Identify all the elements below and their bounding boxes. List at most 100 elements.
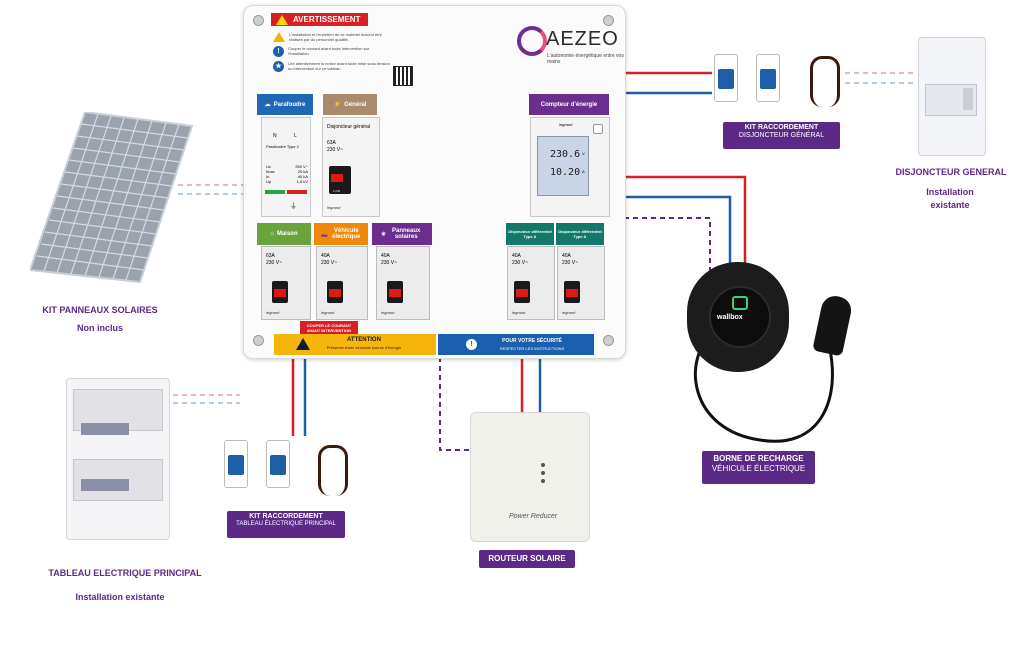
breaker-rating: 40A	[321, 253, 330, 259]
module-header-label: Disjoncteur différentiel Type A	[508, 229, 552, 239]
spec-value: 40 kA	[297, 174, 308, 179]
general-breaker-module: Disjoncteur général 63A 230 V~ 1.ON legr…	[322, 117, 380, 217]
solar-kit-subtitle: Non inclus	[76, 323, 123, 333]
module-header-differential-2: Disjoncteur différentiel Type A	[556, 223, 604, 245]
screw	[603, 335, 614, 346]
module-header-general: ⚡Général	[323, 94, 377, 115]
brand-tagline: L'autonomie énergétique entre vos mains	[547, 53, 624, 65]
main-electrical-board-image	[66, 378, 170, 540]
breaker-voltage: 230 V~	[321, 260, 337, 266]
general-rating: 63A	[327, 140, 336, 146]
aezeo-solar-panel-board: AVERTISSEMENT L'installation et l'entret…	[243, 5, 626, 359]
general-title: Disjoncteur général	[327, 124, 371, 130]
breaker-toggle[interactable]	[564, 281, 580, 303]
breaker-brand: legrand	[321, 310, 335, 315]
kit-main-title: KIT RACCORDEMENT	[249, 513, 323, 520]
breaker-voltage: 230 V~	[562, 260, 578, 266]
screw	[253, 15, 264, 26]
manual-icon: ★	[273, 61, 284, 72]
breaker-rating: 40A	[381, 253, 390, 259]
charger-wire-red	[624, 175, 747, 270]
energy-meter: legrand 230.6 V 10.20 A	[530, 117, 610, 217]
connection-block-3	[714, 54, 738, 102]
screw	[253, 335, 264, 346]
cut-current-notice: COUPER LE COURANT AVANT INTERVENTION	[300, 321, 358, 337]
spec-value: 1,5 kV	[296, 179, 308, 184]
meter-screen: 230.6 V 10.20 A	[537, 136, 589, 196]
brand-name: AEZEO	[546, 28, 619, 50]
module-header-label: Parafoudre	[273, 101, 306, 108]
kit-general-subtitle: DISJONCTEUR GÉNÉRAL	[738, 132, 825, 139]
status-bar-green	[265, 190, 285, 194]
charger-brand: wallbox	[717, 314, 743, 321]
pole-n: N	[273, 133, 277, 139]
charger-cable	[693, 328, 834, 443]
ground-icon: ⏚	[290, 203, 297, 210]
warning-triangle-icon	[276, 15, 288, 25]
module-header-maison: ⌂Maison	[257, 223, 311, 245]
spec-key: Imax	[266, 169, 275, 174]
breaker-maison: 63A 230 V~ legrand	[261, 246, 311, 320]
warning-list: L'installation et l'entretien de ce maté…	[273, 32, 391, 72]
breaker-rating: 40A	[512, 253, 521, 259]
meter-button[interactable]	[593, 124, 603, 134]
car-icon: 🚗	[320, 231, 329, 238]
cable-coil	[810, 56, 840, 107]
warning-text-3: Lire attentivement la notice avant toute…	[288, 61, 390, 71]
breaker-voltage: 230 V~	[512, 260, 528, 266]
breaker-rating: 40A	[562, 253, 571, 259]
caution-icon	[273, 32, 285, 42]
status-bar-red	[287, 190, 307, 194]
meter-display-1: 230.6	[550, 149, 581, 160]
general-brand: legrand	[327, 205, 341, 210]
general-breaker-title: DISJONCTEUR GENERAL	[895, 167, 1007, 177]
spec-key: Uc	[266, 164, 271, 169]
aezeo-logo-icon	[517, 26, 547, 56]
solar-kit-title: KIT PANNEAUX SOLAIRES	[42, 305, 158, 315]
main-board-title: TABLEAU ELECTRIQUE PRINCIPAL	[48, 568, 202, 578]
connection-block-4	[756, 54, 780, 102]
charger-label: BORNE DE RECHARGE VÉHICULE ÉLECTRIQUE	[702, 451, 815, 484]
spec-value: 255 V~	[295, 164, 308, 169]
module-header-meter: Compteur d'énergie	[529, 94, 609, 115]
sun-icon: ☀	[380, 231, 387, 238]
general-voltage: 230 V~	[327, 147, 343, 153]
info-icon: !	[273, 46, 284, 57]
security-text: RESPECTER LES INSTRUCTIONS	[499, 346, 565, 351]
toggle-label: 1.ON	[333, 189, 341, 193]
breaker-brand: legrand	[512, 310, 526, 315]
charger-data-wire	[624, 217, 711, 270]
breaker-rating: 63A	[266, 253, 275, 259]
spec-key: Up	[266, 179, 272, 184]
breaker-toggle[interactable]	[327, 281, 343, 303]
module-header-label: Panneaux solaires	[392, 228, 421, 240]
router-brand: Power Reducer	[509, 513, 558, 520]
general-breaker-toggle[interactable]	[329, 166, 351, 194]
attention-banner: ATTENTION Présence d'une seconde source …	[274, 334, 436, 355]
breaker-toggle[interactable]	[387, 281, 403, 303]
breaker-voltage: 230 V~	[266, 260, 282, 266]
attention-text: Présence d'une seconde source d'énergie	[326, 345, 402, 350]
pole-l: L	[294, 133, 297, 139]
module-header-label: Véhicule électrique	[332, 228, 361, 240]
breaker-toggle[interactable]	[272, 281, 288, 303]
main-board-subtitle: Installation existante	[75, 592, 165, 602]
router-data-wire	[439, 357, 470, 451]
kit-general-title: KIT RACCORDEMENT	[744, 124, 819, 131]
connection-block-2	[266, 440, 290, 488]
breaker-toggle[interactable]	[514, 281, 530, 303]
warning-text-2: Couper le courant avant toute interventi…	[288, 46, 370, 56]
spec-value: 20 kA	[297, 169, 308, 174]
breaker-brand: legrand	[266, 310, 280, 315]
breaker-brand: legrand	[562, 310, 576, 315]
module-header-differential-1: Disjoncteur différentiel Type A	[506, 223, 554, 245]
qr-code-icon	[393, 66, 413, 86]
module-header-parafoudre: ☁Parafoudre	[257, 94, 313, 115]
kit-main-label: KIT RACCORDEMENT TABLEAU ÉLECTRIQUE PRIN…	[227, 511, 345, 538]
module-header-label: Disjoncteur différentiel Type A	[558, 229, 602, 239]
module-header-label: Maison	[276, 231, 298, 237]
screw	[603, 15, 614, 26]
